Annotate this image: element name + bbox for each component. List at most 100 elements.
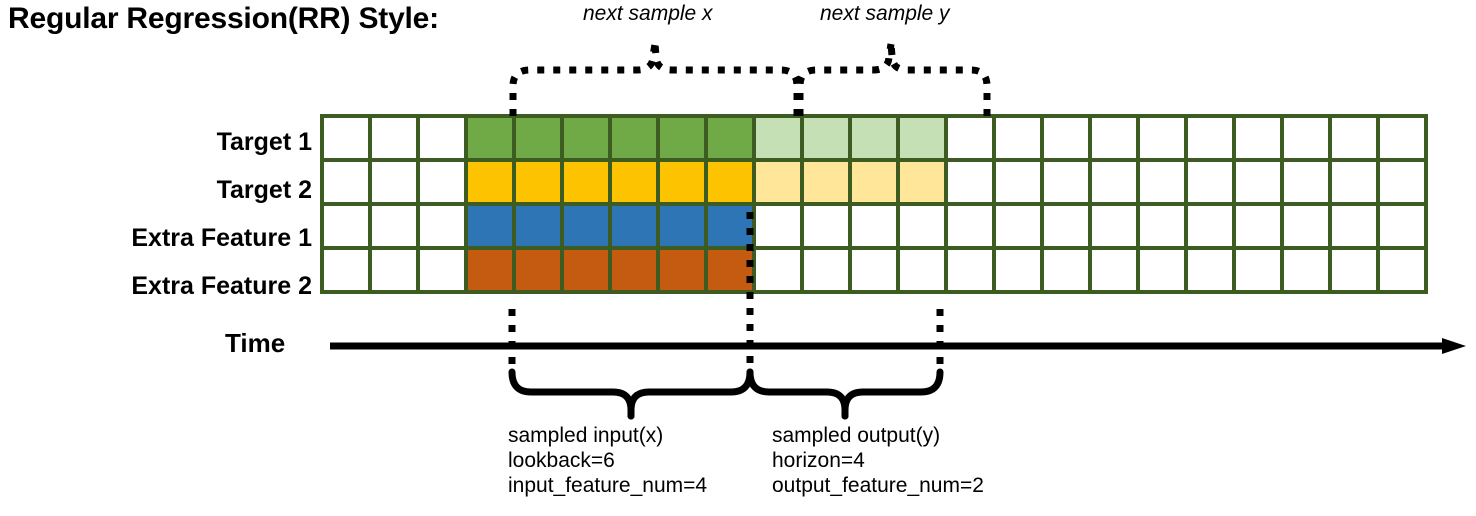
grid-cell [564, 162, 608, 202]
annotation-sampled-output: sampled output(y) horizon=4 output_featu… [772, 423, 984, 498]
grid-cell [516, 250, 560, 290]
grid-cell [612, 206, 656, 246]
grid-cell [852, 250, 896, 290]
grid-cell [900, 206, 944, 246]
brace-sampled-output [746, 368, 944, 420]
grid-cell [1140, 250, 1184, 290]
grid-cell [948, 206, 992, 246]
grid-cell [852, 206, 896, 246]
time-axis-label: Time [225, 328, 286, 358]
grid-cell [1092, 250, 1136, 290]
grid-cell [1044, 162, 1088, 202]
grid-cell [1332, 118, 1376, 158]
grid-cell [1188, 162, 1232, 202]
grid-cell [564, 118, 608, 158]
time-axis-arrow [330, 338, 1466, 354]
grid-row [324, 206, 1428, 250]
grid-cell [996, 162, 1040, 202]
grid-cell [660, 206, 704, 246]
grid-cell [324, 118, 368, 158]
grid-row [324, 118, 1428, 162]
grid-cell [900, 162, 944, 202]
annotation-input-title: sampled input(x) [508, 424, 664, 447]
annotation-sampled-input: sampled input(x) lookback=6 input_featur… [508, 423, 707, 498]
grid-cell [1188, 250, 1232, 290]
brace-label-next-sample-x: next sample x [583, 2, 713, 25]
grid-cell [1380, 206, 1424, 246]
grid-cell [1092, 162, 1136, 202]
grid-cell [468, 118, 512, 158]
grid-cell [948, 162, 992, 202]
grid-cell [1380, 162, 1424, 202]
grid-cell [1044, 206, 1088, 246]
grid-cell [372, 162, 416, 202]
grid-cell [708, 118, 752, 158]
annotation-input-line3: input_feature_num=4 [508, 474, 708, 497]
page-title: Regular Regression(RR) Style: [8, 2, 439, 35]
brace-label-next-sample-y: next sample y [820, 2, 950, 25]
grid-cell [420, 162, 464, 202]
grid-cell [852, 118, 896, 158]
row-label-target-1: Target 1 [216, 128, 312, 156]
grid-cell [1284, 206, 1328, 246]
grid-cell [948, 250, 992, 290]
grid-cell [420, 250, 464, 290]
grid-cell [804, 250, 848, 290]
grid-cell [948, 118, 992, 158]
grid-cell [1044, 118, 1088, 158]
row-label-target-2: Target 2 [216, 176, 312, 204]
annotation-output-title: sampled output(y) [772, 424, 941, 447]
grid-cell [1092, 206, 1136, 246]
dotted-brace-next-sample-x [509, 43, 801, 116]
grid-cell [516, 118, 560, 158]
grid-cell [1140, 118, 1184, 158]
grid-cell [468, 250, 512, 290]
grid-cell [852, 162, 896, 202]
grid-cell [612, 118, 656, 158]
grid-cell [324, 250, 368, 290]
grid-cell [1284, 250, 1328, 290]
grid-cell [804, 206, 848, 246]
dotted-brace-next-sample-y [796, 43, 991, 116]
grid-cell [1380, 118, 1424, 158]
grid-cell [1236, 250, 1280, 290]
grid-cell [1092, 118, 1136, 158]
grid-cell [660, 250, 704, 290]
annotation-output-line3: output_feature_num=2 [772, 474, 984, 497]
grid-cell [612, 250, 656, 290]
grid-row [324, 162, 1428, 206]
grid-cell [756, 206, 800, 246]
grid-cell [372, 250, 416, 290]
grid-cell [1188, 206, 1232, 246]
grid-cell [1380, 250, 1424, 290]
grid-cell [468, 206, 512, 246]
brace-sampled-input [508, 368, 754, 420]
grid-cell [804, 118, 848, 158]
grid-cell [708, 206, 752, 246]
grid-cell [996, 118, 1040, 158]
grid-cell [900, 118, 944, 158]
grid-cell [324, 206, 368, 246]
row-label-extra-feature-2: Extra Feature 2 [131, 272, 312, 300]
timeseries-grid [320, 114, 1428, 294]
grid-cell [660, 118, 704, 158]
grid-cell [1332, 250, 1376, 290]
grid-cell [516, 162, 560, 202]
grid-cell [1140, 206, 1184, 246]
grid-cell [1140, 162, 1184, 202]
grid-cell [804, 162, 848, 202]
grid-cell [612, 162, 656, 202]
row-label-extra-feature-1: Extra Feature 1 [131, 224, 312, 252]
annotation-input-line2: lookback=6 [508, 449, 615, 472]
grid-cell [708, 250, 752, 290]
grid-cell [1332, 206, 1376, 246]
grid-cell [420, 118, 464, 158]
grid-cell [1332, 162, 1376, 202]
grid-cell [756, 118, 800, 158]
grid-cell [1044, 250, 1088, 290]
grid-cell [1236, 162, 1280, 202]
grid-cell [996, 206, 1040, 246]
grid-cell [708, 162, 752, 202]
grid-cell [996, 250, 1040, 290]
